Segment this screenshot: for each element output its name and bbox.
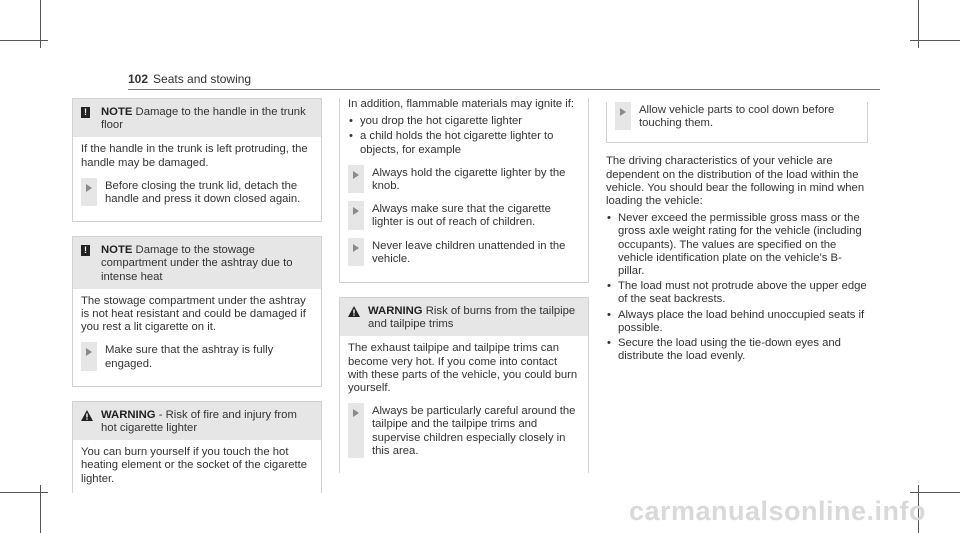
exclamation-square-icon: ! bbox=[81, 107, 90, 118]
step-arrow-icon bbox=[353, 243, 359, 252]
column-2: In addition, flammable materials may ign… bbox=[339, 98, 589, 483]
notice-header: ! NOTE Damage to the handle in the trunk… bbox=[73, 99, 321, 138]
step-item: Always make sure that the cigarette ligh… bbox=[348, 201, 580, 230]
notice-box: ! NOTE Damage to the stowage compartment… bbox=[72, 236, 322, 387]
warning-triangle-icon bbox=[81, 409, 93, 421]
crop-mark bbox=[40, 485, 41, 533]
crop-mark bbox=[40, 0, 41, 48]
step-arrow-icon bbox=[353, 170, 359, 179]
crop-mark bbox=[918, 485, 919, 533]
watermark: carmanualsonline.info bbox=[628, 496, 926, 526]
step-text: Allow vehicle parts to cool down before … bbox=[639, 104, 835, 130]
warning-box: WARNING Risk of burns from the tailpipe … bbox=[339, 297, 589, 474]
notice-title: Damage to the handle in the trunk floor bbox=[101, 106, 306, 132]
notice-header: ! NOTE Damage to the stowage compartment… bbox=[73, 237, 321, 289]
list-item: you drop the hot cigarette lighter bbox=[348, 115, 580, 128]
warning-body: The exhaust tailpipe and tailpipe trims … bbox=[348, 342, 578, 395]
warning-body: You can burn yourself if you touch the h… bbox=[81, 446, 308, 485]
crop-mark bbox=[918, 0, 919, 48]
warning-box: WARNING - Risk of fire and injury from h… bbox=[72, 400, 322, 493]
header-rule bbox=[128, 89, 880, 90]
step-arrow-icon bbox=[620, 108, 626, 116]
crop-mark bbox=[910, 40, 960, 41]
notice-keyword: NOTE bbox=[101, 106, 133, 118]
crop-mark bbox=[910, 492, 960, 493]
exclamation-square-icon: ! bbox=[81, 245, 90, 257]
notice-body: The stowage compartment under the ashtra… bbox=[81, 294, 306, 334]
notice-title: Damage to the stowage compartment under … bbox=[101, 244, 293, 283]
step-item: Allow vehicle parts to cool down before … bbox=[615, 102, 859, 131]
warning-triangle-icon bbox=[348, 306, 360, 318]
section-title: Seats and stowing bbox=[153, 72, 252, 86]
warning-continuation: Allow vehicle parts to cool down before … bbox=[606, 102, 868, 144]
warning-title: - Risk of fire and injury from hot cigar… bbox=[101, 408, 297, 435]
step-text: Make sure that the ashtray is fully enga… bbox=[105, 344, 274, 370]
warning-keyword: WARNING bbox=[101, 408, 156, 421]
crop-mark bbox=[0, 492, 48, 493]
body-paragraph: The driving characteristics of your vehi… bbox=[606, 155, 865, 208]
notice-box: ! NOTE Damage to the handle in the trunk… bbox=[72, 98, 322, 223]
warning-header: WARNING Risk of burns from the tailpipe … bbox=[340, 298, 588, 337]
column-1: ! NOTE Damage to the handle in the trunk… bbox=[72, 98, 322, 503]
step-arrow-icon bbox=[86, 183, 92, 192]
step-arrow-icon bbox=[353, 409, 359, 418]
step-arrow-icon bbox=[353, 207, 359, 216]
step-arrow-icon bbox=[86, 348, 92, 357]
warning-keyword: WARNING bbox=[368, 305, 423, 318]
step-text: Never leave children unattended in the v… bbox=[372, 239, 566, 265]
intro-text: In addition, flammable materials may ign… bbox=[348, 98, 575, 110]
step-text: Before closing the trunk lid, detach the… bbox=[105, 179, 301, 206]
notice-body: If the handle in the trunk is left protr… bbox=[81, 143, 308, 169]
step-text: Always hold the cigarette lighter by the… bbox=[372, 166, 566, 193]
warning-header: WARNING - Risk of fire and injury from h… bbox=[73, 401, 321, 441]
step-item: Before closing the trunk lid, detach the… bbox=[81, 177, 313, 207]
list-item: Secure the load using the tie-down eyes … bbox=[606, 337, 868, 363]
step-item: Always be particularly careful around th… bbox=[348, 403, 580, 459]
list-item: Never exceed the permissible gross mass … bbox=[606, 212, 868, 278]
bullet-list: you drop the hot cigarette lighter a chi… bbox=[348, 115, 580, 157]
step-text: Always make sure that the cigarette ligh… bbox=[372, 203, 551, 229]
step-item: Make sure that the ashtray is fully enga… bbox=[81, 342, 313, 371]
page-header: 102 Seats and stowing bbox=[128, 72, 251, 86]
list-item: a child holds the hot cigarette lighter … bbox=[348, 130, 580, 156]
notice-keyword: NOTE bbox=[101, 244, 133, 257]
page-number: 102 bbox=[128, 72, 149, 86]
bullet-list: Never exceed the permissible gross mass … bbox=[606, 212, 868, 363]
step-text: Always be particularly careful around th… bbox=[372, 405, 576, 457]
step-item: Always hold the cigarette lighter by the… bbox=[348, 164, 580, 194]
crop-mark bbox=[0, 40, 48, 41]
list-item: Always place the load behind unoccupied … bbox=[606, 309, 868, 335]
step-item: Never leave children unattended in the v… bbox=[348, 237, 580, 267]
column-3: Allow vehicle parts to cool down before … bbox=[606, 98, 868, 371]
list-item: The load must not protrude above the upp… bbox=[606, 280, 868, 306]
warning-title: Risk of burns from the tailpipe and tail… bbox=[368, 305, 576, 331]
warning-continuation: In addition, flammable materials may ign… bbox=[339, 98, 589, 284]
